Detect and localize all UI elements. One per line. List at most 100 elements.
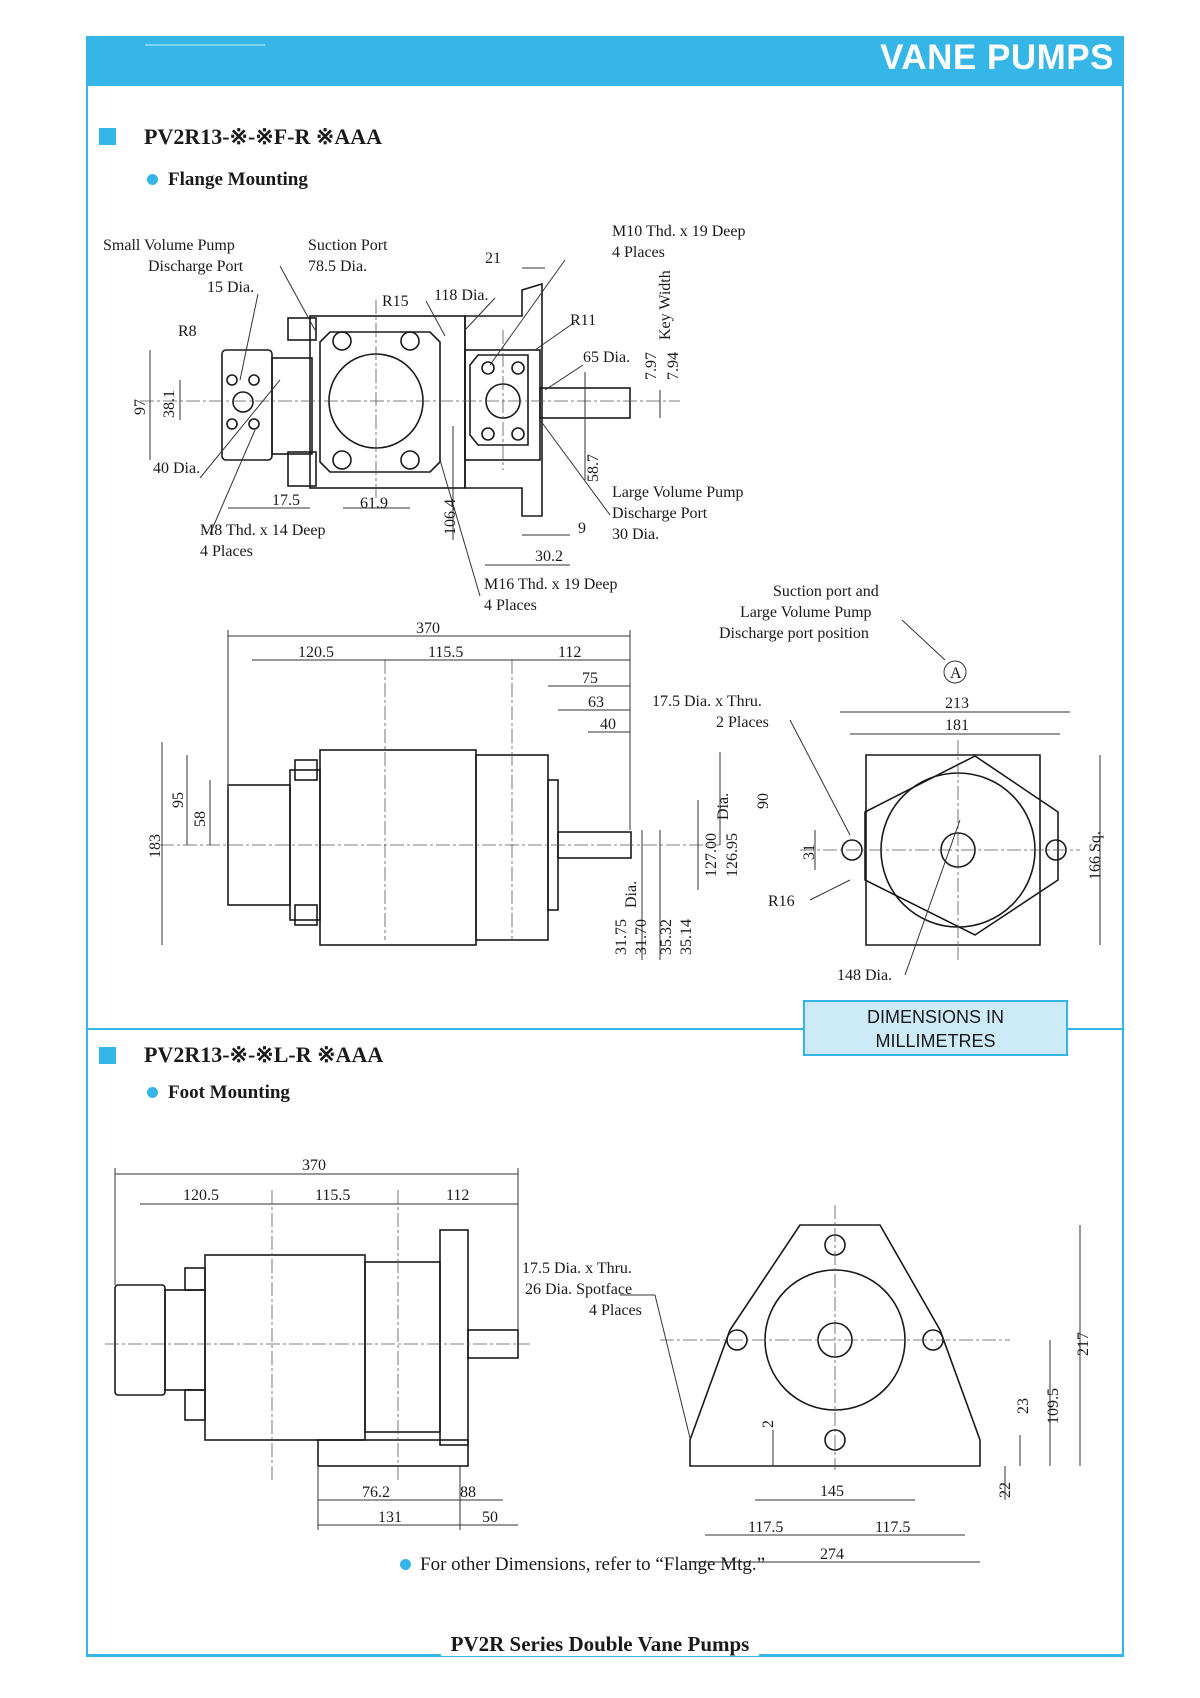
section-divider — [86, 1028, 1124, 1030]
subtitle-flange: Flange Mounting — [168, 169, 308, 190]
section-title-foot: PV2R13-※-※L-R ※AAA — [144, 1042, 384, 1067]
dim-1205: 120.5 — [298, 644, 334, 661]
marker-a-circle — [943, 660, 967, 684]
dim-58: 58 — [192, 811, 209, 827]
label-thread-top-1: M10 Thd. x 19 Deep — [612, 223, 745, 240]
label-small-port-1: Small Volume Pump — [103, 237, 235, 254]
dim-381: 38.1 — [161, 390, 178, 418]
label-suction-note-2: Large Volume Pump — [740, 604, 872, 621]
dim-1064: 106.4 — [442, 499, 459, 535]
dim-1095: 109.5 — [1045, 1388, 1062, 1424]
dim-31: 31 — [801, 844, 818, 860]
footer-line — [86, 1655, 1124, 1657]
dim-65: 65 Dia. — [583, 349, 630, 366]
dim-1205b: 120.5 — [183, 1187, 219, 1204]
dim-dia2: Dia. — [623, 881, 640, 908]
dim-587: 58.7 — [585, 454, 602, 482]
dim-175: 17.5 — [272, 492, 300, 509]
dim-213: 213 — [945, 695, 969, 712]
dim-40b: 40 — [600, 716, 616, 733]
dim-23: 23 — [1015, 1398, 1032, 1414]
label-holes-2: 2 Places — [716, 714, 769, 731]
header-accent-line — [145, 44, 265, 46]
label-m8-2: 4 Places — [200, 543, 253, 560]
bullet-dot — [147, 1087, 158, 1098]
dim-21: 21 — [485, 250, 501, 267]
dim-148: 148 Dia. — [837, 967, 892, 984]
dim-145: 145 — [820, 1483, 844, 1500]
section-marker-square — [99, 1047, 116, 1064]
dim-3175: 31.75 — [613, 919, 630, 955]
dim-112: 112 — [558, 644, 581, 661]
footer: PV2R Series Double Vane Pumps — [0, 1632, 1200, 1657]
foot-end-view: 2 145 117.5 117.5 274 23 109.5 217 22 — [660, 1205, 1092, 1563]
footer-title: PV2R Series Double Vane Pumps — [440, 1632, 760, 1656]
dim-302: 30.2 — [535, 548, 563, 565]
dim-370b: 370 — [302, 1157, 326, 1174]
dim-619: 61.9 — [360, 495, 388, 512]
label-large-port-1: Large Volume Pump — [612, 484, 744, 501]
dim-217: 217 — [1075, 1332, 1092, 1356]
units-line-2: MILLIMETRES — [875, 1031, 996, 1051]
label-suction-note-3: Discharge port position — [719, 625, 869, 642]
flange-top-view: Small Volume Pump Discharge Port 15 Dia.… — [103, 223, 745, 614]
dim-1155b: 115.5 — [315, 1187, 350, 1204]
dim-762: 76.2 — [362, 1484, 390, 1501]
label-large-port-3: 30 Dia. — [612, 526, 659, 543]
section-title-flange: PV2R13-※-※F-R ※AAA — [144, 124, 382, 149]
bullet-dot — [147, 174, 158, 185]
label-m8-1: M8 Thd. x 14 Deep — [200, 522, 325, 539]
units-box: DIMENSIONS IN MILLIMETRES — [803, 1000, 1068, 1056]
dim-1175b: 117.5 — [875, 1519, 910, 1536]
label-suction-1: Suction Port — [308, 237, 388, 254]
dim-3170: 31.70 — [633, 919, 650, 955]
label-suction-note-1: Suction port and — [773, 583, 879, 600]
dim-12700: 127.00 — [703, 833, 720, 877]
dim-794: 7.94 — [665, 352, 682, 380]
dim-112b: 112 — [446, 1187, 469, 1204]
dim-95: 95 — [170, 792, 187, 808]
foot-side-view: 370 120.5 115.5 112 76.2 88 131 50 17.5 … — [105, 1157, 691, 1530]
dim-131: 131 — [378, 1509, 402, 1526]
dim-1175a: 117.5 — [748, 1519, 783, 1536]
bullet-dot — [400, 1559, 411, 1570]
dim-dia: Dia. — [715, 793, 732, 820]
units-line-1: DIMENSIONS IN — [866, 1007, 1004, 1027]
label-suction-2: 78.5 Dia. — [308, 258, 367, 275]
dim-2: 2 — [760, 1420, 777, 1428]
dim-12695: 126.95 — [724, 833, 741, 877]
dim-r16: R16 — [768, 893, 795, 910]
footnote: For other Dimensions, refer to “Flange M… — [420, 1554, 766, 1575]
dim-797: 7.97 — [643, 352, 660, 380]
dim-274: 274 — [820, 1546, 844, 1563]
dim-90: 90 — [755, 793, 772, 809]
marker-a: A — [950, 665, 962, 682]
dim-3532: 35.32 — [658, 919, 675, 955]
flange-end-view: 213 181 31 R16 166 Sq. 148 Dia. — [768, 695, 1104, 984]
label-foot-holes-1: 17.5 Dia. x Thru. — [522, 1260, 632, 1277]
label-m16-2: 4 Places — [484, 597, 537, 614]
section-marker-square — [99, 128, 116, 145]
dim-166: 166 Sq. — [1087, 831, 1104, 880]
label-foot-holes-2: 26 Dia. Spotface — [525, 1281, 632, 1298]
dim-r15: R15 — [382, 293, 409, 310]
dim-97: 97 — [132, 399, 149, 415]
dim-63: 63 — [588, 694, 604, 711]
label-small-port-2: Discharge Port — [148, 258, 244, 275]
dim-181: 181 — [945, 717, 969, 734]
flange-side-view: 370 120.5 115.5 112 75 63 40 17.5 Dia. x… — [147, 583, 967, 960]
dim-370: 370 — [416, 620, 440, 637]
dim-183: 183 — [147, 834, 164, 858]
label-small-port-3: 15 Dia. — [207, 279, 254, 296]
dim-88: 88 — [460, 1484, 476, 1501]
dim-9: 9 — [578, 520, 586, 537]
dim-3514: 35.14 — [678, 919, 695, 955]
dim-50: 50 — [482, 1509, 498, 1526]
label-foot-holes-3: 4 Places — [589, 1302, 642, 1319]
dim-key: Key Width — [657, 270, 674, 340]
label-thread-top-2: 4 Places — [612, 244, 665, 261]
label-holes-1: 17.5 Dia. x Thru. — [652, 693, 762, 710]
label-m16-1: M16 Thd. x 19 Deep — [484, 576, 617, 593]
dim-r8: R8 — [178, 323, 197, 340]
